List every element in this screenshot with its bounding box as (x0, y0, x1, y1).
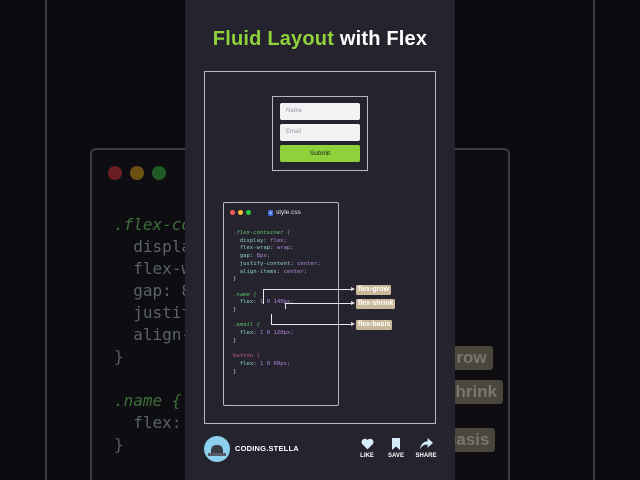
editor-filename: style.css (276, 209, 301, 216)
maximize-dot-icon (246, 210, 251, 215)
css-code: .flex-container { display: flex; flex-wr… (233, 230, 321, 375)
bg-red-dot (108, 166, 122, 180)
share-button[interactable]: SHARE (411, 438, 441, 459)
heart-icon (361, 438, 373, 450)
close-dot-icon (230, 210, 235, 215)
annotation-line (263, 289, 264, 304)
main-video-panel: Fluid Layout with Flex Name Email Submit… (185, 0, 455, 480)
channel-handle[interactable]: CODING.STELLA (235, 444, 299, 453)
css3-icon: 3 (268, 209, 273, 216)
annotation-line (263, 289, 352, 290)
title-rest: with Flex (334, 28, 428, 50)
editor-header: 3 style.css (230, 209, 301, 216)
share-arrow-icon (419, 438, 433, 450)
submit-button[interactable]: Submit (280, 145, 360, 162)
flex-basis-tag: flex-basis (356, 320, 393, 330)
share-label: SHARE (415, 453, 437, 459)
background-divider (45, 0, 47, 480)
save-button[interactable]: SAVE (381, 438, 411, 459)
like-label: LIKE (360, 453, 374, 459)
arrow-right-icon (351, 287, 355, 291)
annotation-line (285, 303, 286, 309)
desk-shape (208, 453, 226, 456)
like-button[interactable]: LIKE (352, 438, 382, 459)
title-accent: Fluid Layout (212, 28, 335, 50)
bookmark-icon (392, 438, 400, 450)
form-preview: Name Email Submit (272, 96, 368, 171)
annotation-line (271, 324, 352, 325)
arrow-right-icon (351, 301, 355, 305)
page-title: Fluid Layout with Flex (185, 28, 455, 51)
name-input[interactable]: Name (280, 103, 360, 120)
channel-avatar[interactable] (204, 436, 230, 462)
demo-frame: Name Email Submit 3 style.css .flex-cont… (204, 71, 436, 424)
laptop-icon (211, 445, 223, 453)
arrow-right-icon (351, 322, 355, 326)
annotation-line (285, 303, 352, 304)
annotation-line (271, 314, 272, 324)
email-input[interactable]: Email (280, 124, 360, 141)
bg-yellow-dot (130, 166, 144, 180)
background-divider (593, 0, 595, 480)
minimize-dot-icon (238, 210, 243, 215)
background-code: .flex-co displa flex-w gap: 8 justif ali… (114, 215, 201, 480)
save-label: SAVE (388, 453, 404, 459)
flex-shrink-tag: flex-shrink (356, 299, 396, 309)
bg-green-dot (152, 166, 166, 180)
flex-grow-tag: flex-grow (356, 285, 392, 295)
code-editor-window: 3 style.css .flex-container { display: f… (223, 202, 339, 406)
